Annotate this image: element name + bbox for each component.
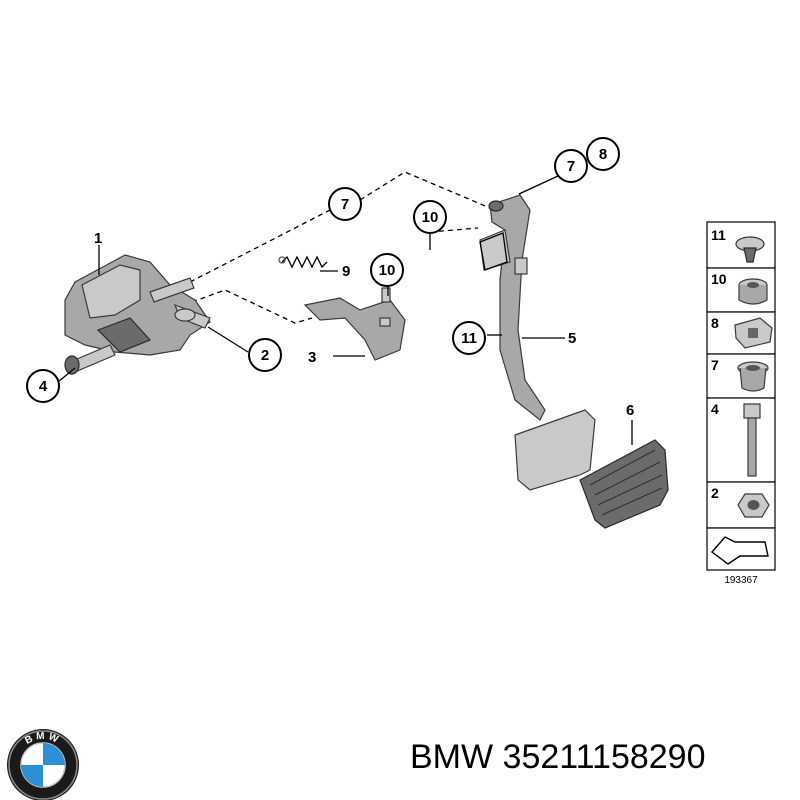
legend-cell-4 — [706, 397, 776, 483]
legend-num-7: 7 — [711, 357, 719, 373]
bmw-logo: BMW — [7, 729, 79, 800]
label-1: 1 — [94, 230, 102, 247]
callout-4: 4 — [26, 369, 60, 403]
part-number: 35211158290 — [502, 738, 706, 776]
pedal-pad-cover — [579, 439, 669, 529]
legend-num-11: 11 — [711, 227, 726, 243]
callout-4-text: 4 — [39, 378, 48, 395]
callout-10-right: 10 — [413, 200, 447, 234]
callout-8-text: 8 — [599, 146, 607, 163]
legend-num-8: 8 — [711, 315, 719, 331]
parts-diagram: 1 3 5 6 9 2 4 7 7 8 10 10 11 — [26, 137, 776, 586]
callout-2-text: 2 — [261, 347, 269, 364]
pedal-bracket — [64, 254, 211, 375]
legend-icon-clip-8 — [734, 317, 773, 349]
callout-11: 11 — [452, 321, 486, 355]
legend-icon-bolt-4 — [743, 403, 761, 477]
legend-icon-arrow — [710, 536, 769, 565]
dashed-lines — [189, 171, 491, 324]
callout-7-top: 7 — [554, 149, 588, 183]
diagram-reference-number: 193367 — [724, 575, 758, 586]
callout-11-text: 11 — [461, 330, 477, 347]
callout-10-left: 10 — [370, 253, 404, 287]
brake-pedal — [479, 194, 596, 491]
legend-num-2: 2 — [711, 485, 719, 501]
legend-icon-bushing-10 — [738, 278, 768, 305]
svg-text:BMW: BMW — [23, 731, 62, 747]
callout-10-right-text: 10 — [422, 209, 439, 226]
label-6: 6 — [626, 402, 634, 419]
label-3: 3 — [308, 349, 316, 366]
legend-num-4: 4 — [711, 401, 719, 417]
parts-legend: 11 10 8 7 4 2 — [706, 221, 776, 586]
brand-name: BMW — [410, 738, 494, 776]
return-spring — [278, 255, 328, 269]
callout-7-top-text: 7 — [567, 158, 575, 175]
legend-icon-bushing-7 — [737, 361, 769, 392]
label-9: 9 — [342, 263, 350, 280]
callout-8: 8 — [586, 137, 620, 171]
callout-7-middle: 7 — [328, 187, 362, 221]
callout-10-left-text: 10 — [379, 262, 396, 279]
brand-part-number: BMW 35211158290 — [410, 738, 706, 777]
legend-num-10: 10 — [711, 271, 727, 287]
logo-letters: BMW — [23, 731, 59, 747]
label-5: 5 — [568, 330, 576, 347]
switch-bracket — [303, 287, 406, 361]
callout-2: 2 — [248, 338, 282, 372]
legend-icon-nut-2 — [737, 493, 770, 518]
legend-icon-clip-11 — [735, 236, 765, 263]
callout-7-middle-text: 7 — [341, 196, 349, 213]
